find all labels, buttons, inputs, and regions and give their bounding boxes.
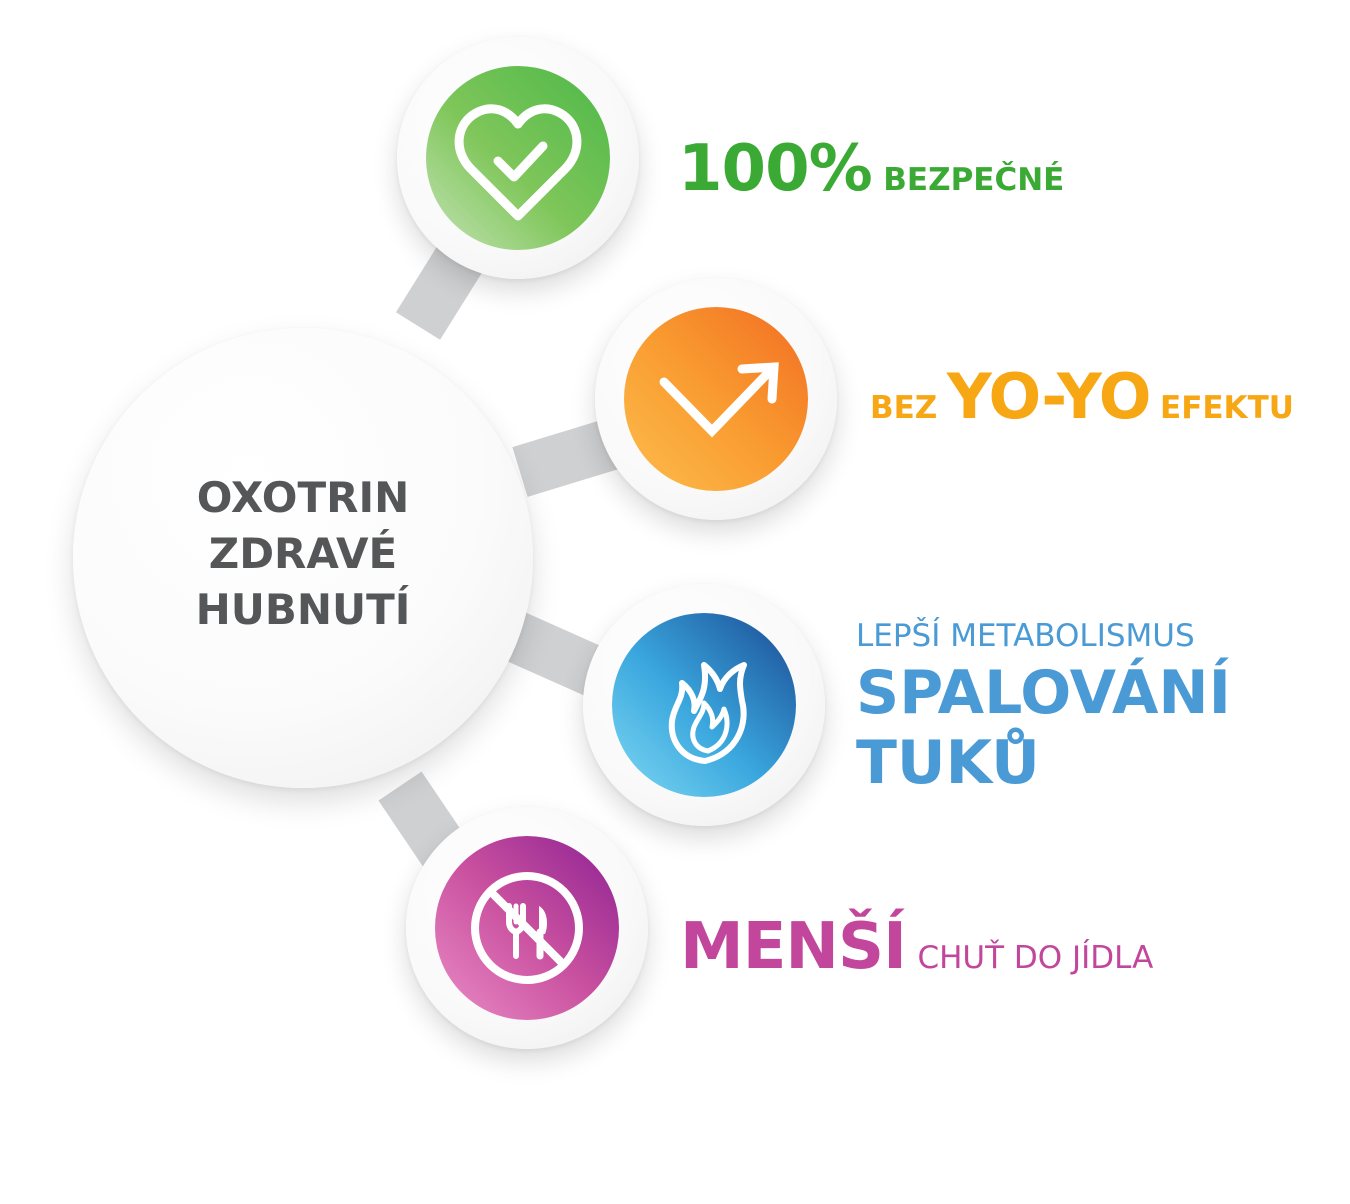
center-circle: OXOTRIN ZDRAVÉ HUBNUTÍ: [73, 328, 533, 788]
label-appetite-small: CHUŤ DO JÍDLA: [917, 940, 1154, 976]
label-metabolism-big-1: SPALOVÁNÍ: [856, 658, 1231, 728]
node-yoyo-disc: [624, 307, 808, 491]
label-yoyo-big: YO-YO: [946, 360, 1152, 433]
heart-check-icon: [454, 104, 582, 221]
flame-icon: [668, 662, 747, 764]
label-yoyo: BEZ YO-YO EFEKTU: [870, 360, 1294, 433]
node-safe-disc: [426, 66, 610, 250]
node-appetite: [406, 807, 648, 1049]
label-yoyo-pre: BEZ: [870, 390, 938, 426]
node-metabolism-disc: [612, 613, 796, 797]
node-metabolism: [583, 584, 825, 826]
node-appetite-disc: [435, 836, 619, 1020]
label-metabolism: LEPŠÍ METABOLISMUS SPALOVÁNÍ TUKŮ: [856, 614, 1231, 798]
label-safe-big: 100%: [678, 132, 873, 206]
center-line-3: HUBNUTÍ: [195, 585, 411, 634]
label-metabolism-small: LEPŠÍ METABOLISMUS: [856, 618, 1195, 654]
label-appetite: MENŠÍ CHUŤ DO JÍDLA: [680, 910, 1153, 984]
label-yoyo-post: EFEKTU: [1160, 390, 1294, 426]
no-food-icon: [471, 872, 583, 984]
center-title: OXOTRIN ZDRAVÉ HUBNUTÍ: [196, 470, 411, 638]
label-metabolism-big-2: TUKŮ: [856, 728, 1040, 798]
center-line-1: OXOTRIN: [196, 473, 410, 522]
node-safe: [397, 37, 639, 279]
node-yoyo: [595, 278, 837, 520]
label-safe-small: BEZPEČNÉ: [883, 162, 1065, 198]
trend-arrow-icon: [659, 362, 779, 438]
label-appetite-big: MENŠÍ: [680, 910, 907, 984]
label-safe: 100% BEZPEČNÉ: [678, 132, 1064, 206]
center-line-2: ZDRAVÉ: [208, 529, 398, 578]
